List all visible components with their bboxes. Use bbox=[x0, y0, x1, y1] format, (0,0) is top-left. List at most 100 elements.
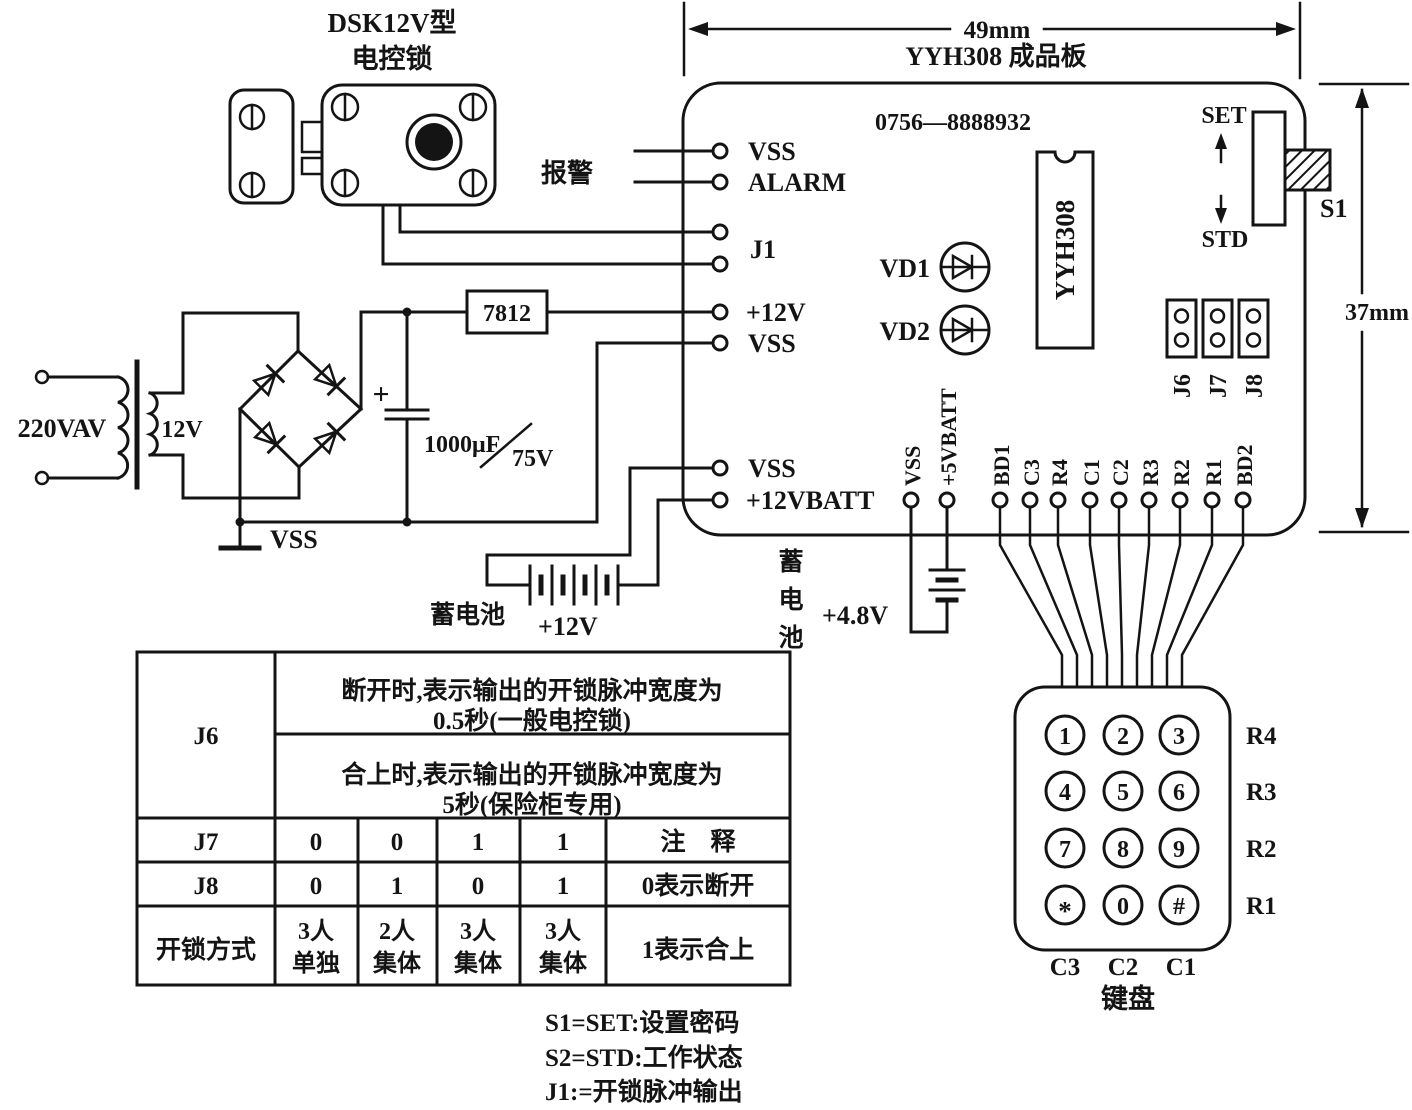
key-2 bbox=[1102, 714, 1144, 756]
table-j7-v1: 0 bbox=[310, 829, 323, 856]
led-vd2-label: VD2 bbox=[879, 317, 930, 346]
switch-knob bbox=[1283, 148, 1332, 192]
lock-name-label: 电控锁 bbox=[352, 43, 433, 74]
table-j8-v3: 0 bbox=[472, 873, 485, 900]
pin bbox=[1203, 491, 1221, 509]
pin bbox=[711, 173, 729, 191]
pin-label-alarm: ALARM bbox=[748, 168, 846, 197]
cap-value-label: 1000μF bbox=[424, 432, 500, 458]
key-6 bbox=[1158, 770, 1200, 812]
power-supply: 220VAV 12V bbox=[18, 289, 715, 554]
led-vd1-label: VD1 bbox=[879, 254, 930, 283]
switch-std-label: STD bbox=[1202, 227, 1249, 253]
board-bottom-pins: VSS +5VBATT BD1 C3 R4 C1 C2 R3 R2 R1 BD2 bbox=[900, 388, 1257, 509]
row-label-r4: R4 bbox=[1246, 723, 1277, 750]
board-title: YYH308 成品板 bbox=[905, 42, 1086, 71]
lock-model-label: DSK12V型 bbox=[327, 8, 456, 38]
note-s1: S1=SET:设置密码 bbox=[545, 1008, 739, 1037]
key-3-label: 3 bbox=[1173, 724, 1185, 750]
table-j7-label: J7 bbox=[194, 829, 219, 856]
row-label-r1: R1 bbox=[1246, 893, 1277, 920]
table-mode-v3a: 3人 bbox=[460, 918, 496, 945]
ground-label: VSS bbox=[270, 525, 318, 554]
height-dimension: 37mm bbox=[1318, 82, 1410, 534]
key-star bbox=[1044, 884, 1086, 926]
key-star-label: * bbox=[1058, 896, 1072, 926]
key-5-label: 5 bbox=[1117, 780, 1129, 806]
regulator-7812: 7812 bbox=[465, 289, 549, 335]
pin-label-vss-b: VSS bbox=[900, 446, 925, 486]
key-1-label: 1 bbox=[1059, 724, 1071, 750]
pin-label-c3: C3 bbox=[1019, 459, 1044, 486]
arrow-up-icon bbox=[1355, 88, 1369, 108]
table-mode-v3b: 集体 bbox=[453, 949, 503, 977]
pin bbox=[1171, 491, 1189, 509]
pin bbox=[902, 491, 920, 509]
lock-wires bbox=[381, 203, 715, 266]
table-j6-open-line1: 断开时,表示输出的开锁脉冲宽度为 bbox=[341, 676, 722, 705]
cap-polarity: + bbox=[372, 378, 389, 411]
pin bbox=[711, 459, 729, 477]
lock-strike-plate bbox=[228, 88, 295, 205]
chip-yyh308: YYH308 bbox=[1035, 150, 1095, 350]
arrow-right-icon bbox=[1276, 22, 1296, 36]
diode-icon bbox=[251, 363, 286, 398]
key-7-label: 7 bbox=[1059, 837, 1071, 863]
key-3 bbox=[1158, 714, 1200, 756]
pin-label-5vbatt: +5VBATT bbox=[936, 388, 961, 486]
table-mode-v1a: 3人 bbox=[298, 918, 334, 945]
pin bbox=[711, 491, 729, 509]
pin-label-r1: R1 bbox=[1201, 459, 1226, 486]
table-mode-v2b: 集体 bbox=[372, 949, 422, 977]
battery-48v: 蓄 电 池 +4.8V bbox=[778, 505, 966, 652]
battery-48v-voltage: +4.8V bbox=[822, 601, 888, 630]
chip-label: YYH308 bbox=[1050, 200, 1080, 301]
pin bbox=[711, 303, 729, 321]
note-j1: J1:=开锁脉冲输出 bbox=[545, 1077, 743, 1106]
board-left-pins: VSS ALARM J1 +12V VSS VSS +12VBATT bbox=[633, 137, 874, 515]
board-outline bbox=[681, 81, 1307, 537]
key-4-label: 4 bbox=[1059, 780, 1071, 806]
col-label-c1: C1 bbox=[1166, 954, 1197, 981]
table-j7-v4: 1 bbox=[557, 829, 570, 856]
diode-icon bbox=[312, 362, 347, 397]
keypad-outline bbox=[1013, 685, 1232, 952]
secondary-label: 12V bbox=[161, 417, 203, 443]
table-j6-close-line2: 5秒(保险柜专用) bbox=[442, 790, 621, 819]
key-0-label: 0 bbox=[1117, 894, 1129, 920]
led-vd2: VD2 bbox=[879, 304, 991, 356]
key-8 bbox=[1102, 827, 1144, 869]
pin-label-c1: C1 bbox=[1079, 459, 1104, 486]
cap-voltage-label: 75V bbox=[512, 446, 554, 472]
bridge-rectifier bbox=[237, 348, 364, 470]
pin bbox=[1110, 491, 1128, 509]
pin-label-vss3: VSS bbox=[748, 454, 796, 483]
battery-12v-cells bbox=[528, 564, 620, 606]
table-j8-label: J8 bbox=[194, 873, 219, 900]
table-j8-v4: 1 bbox=[557, 873, 570, 900]
pin-label-r3: R3 bbox=[1138, 459, 1163, 486]
pin bbox=[938, 491, 956, 509]
pin bbox=[1081, 491, 1099, 509]
pin bbox=[1234, 491, 1252, 509]
pin bbox=[711, 255, 729, 273]
arrow-left-icon bbox=[688, 22, 708, 36]
keypad: 1 2 3 4 5 6 7 8 9 * 0 # R4 R3 R2 R1 C3 C… bbox=[1013, 685, 1277, 1014]
table-mode-v1b: 单独 bbox=[292, 950, 340, 977]
width-dimension: 49mm bbox=[682, 1, 1302, 80]
table-j7-note: 注 释 bbox=[660, 827, 736, 856]
table-mode-label: 开锁方式 bbox=[156, 935, 256, 964]
power-wires bbox=[148, 307, 715, 527]
keypad-wires bbox=[998, 505, 1245, 689]
alarm-annotation: 报警 bbox=[541, 158, 593, 188]
height-dim-label: 37mm bbox=[1345, 300, 1409, 326]
secondary-coil bbox=[145, 391, 159, 457]
table-j6-label: J6 bbox=[194, 723, 219, 750]
table-j6-open-line2: 0.5秒(一般电控锁) bbox=[433, 706, 631, 735]
row-label-r3: R3 bbox=[1246, 779, 1277, 806]
pin bbox=[991, 491, 1009, 509]
primary-coil bbox=[116, 375, 130, 480]
pin bbox=[1021, 491, 1039, 509]
key-9-label: 9 bbox=[1173, 837, 1185, 863]
pin-label-j1: J1 bbox=[750, 235, 776, 264]
